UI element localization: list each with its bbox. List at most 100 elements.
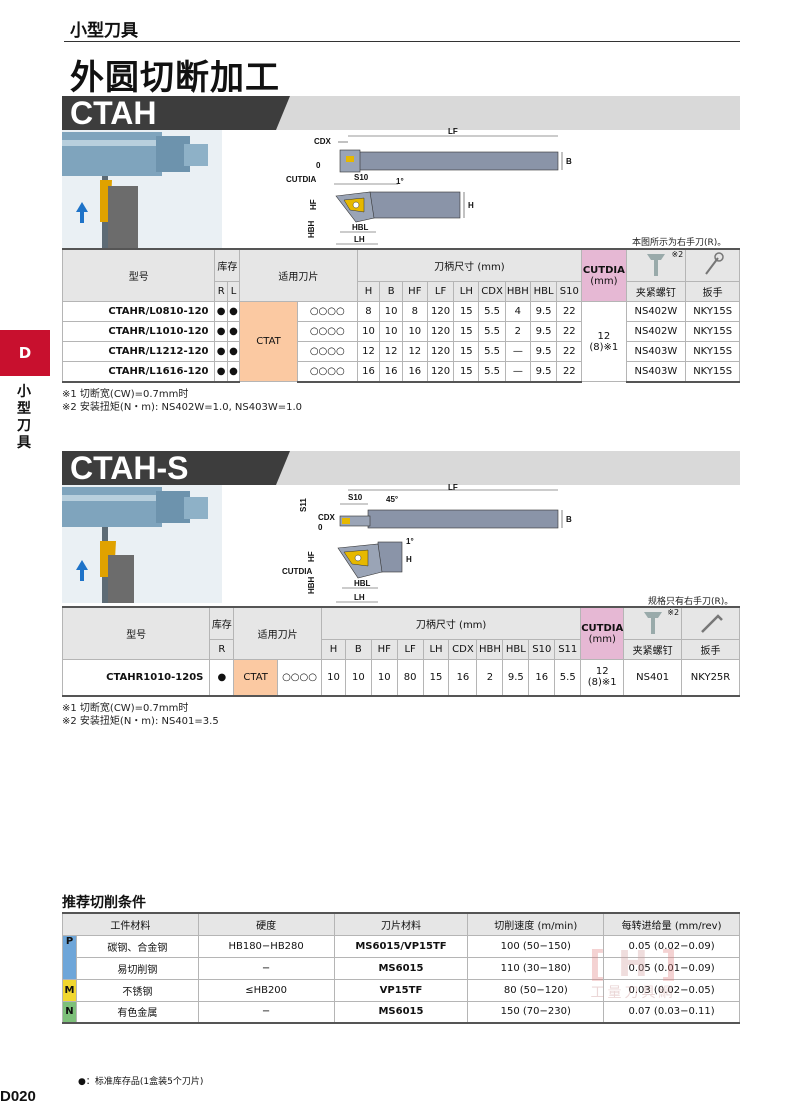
row-hardness: − xyxy=(197,1000,335,1024)
cell: 10 xyxy=(379,321,403,342)
dim-label-cutdia: CUTDIA xyxy=(286,175,316,184)
table-row: N 有色金属 − MS6015 150 (70−230) 0.07 (0.03−… xyxy=(62,1000,740,1024)
th-wrench: 扳手 xyxy=(681,639,740,660)
row-wrench: NKY15S xyxy=(685,361,740,383)
row-screw: NS402W xyxy=(625,301,687,322)
row-material: 易切削钢 xyxy=(75,956,199,980)
wrench-icon-cell xyxy=(685,248,740,282)
row-material: 碳钢、合金钢 xyxy=(75,934,199,958)
ctahs-figure-note: 规格只有右手刀(R)。 xyxy=(648,597,734,607)
row-grades: ○○○○ xyxy=(277,659,322,697)
dim-label-hbh: HBH xyxy=(307,220,316,238)
screw-icon-cell: ※2 xyxy=(625,248,687,282)
row-stock-l: ● xyxy=(226,301,241,322)
row-stock-r: ● xyxy=(214,341,228,362)
cell: 22 xyxy=(556,361,583,383)
row-stock-r: ● xyxy=(214,301,228,322)
row-stock-l: ● xyxy=(226,341,241,362)
row-stock-l: ● xyxy=(226,361,241,383)
cell: 9.5 xyxy=(529,341,558,362)
insert-name: CTAT xyxy=(239,301,298,382)
th-dim: LH xyxy=(453,281,480,302)
row-feed: 0.05 (0.01−0.09) xyxy=(603,956,740,980)
side-tab-letter[interactable]: D xyxy=(0,330,50,376)
table-row: 易切削钢 − MS6015 110 (30−180) 0.05 (0.01−0.… xyxy=(63,956,740,980)
wrench-icon xyxy=(704,252,724,275)
cell: 5.5 xyxy=(478,321,506,342)
cell: 9.5 xyxy=(502,659,530,697)
dim-label-h: H xyxy=(468,201,474,210)
note-line: ※2 安装扭矩(N・m): NS402W=1.0, NS403W=1.0 xyxy=(62,402,303,413)
cell: 2 xyxy=(476,659,504,697)
row-model: CTAHR/L0810-120 xyxy=(61,301,216,322)
cell: 12 xyxy=(401,341,428,362)
cell: 9.5 xyxy=(529,321,558,342)
dim-label-one-deg: 1° xyxy=(406,537,414,546)
row-grades: ○○○○ xyxy=(296,361,358,383)
cutting-conditions-table: 工件材料 硬度 刀片材料 切削速度 (m/min) 每转进给量 (mm/rev)… xyxy=(62,912,740,1024)
th-dim: HF xyxy=(370,639,398,660)
th-dim: S11 xyxy=(554,639,582,660)
section-title-ctah: CTAH xyxy=(62,96,290,130)
th-dim: LF xyxy=(396,639,424,660)
cell: 22 xyxy=(556,341,583,362)
cell: 5.5 xyxy=(478,361,506,383)
cell: 15 xyxy=(453,361,480,383)
th-dim: B xyxy=(344,639,372,660)
cell: 15 xyxy=(422,659,450,697)
screw-icon xyxy=(643,612,662,634)
feed-arrow-stem xyxy=(80,569,84,581)
th-insert: 适用刀片 xyxy=(233,606,322,660)
table-row: M 不锈钢 ≤HB200 VP15TF 80 (50−120) 0.03 (0.… xyxy=(62,978,740,1002)
cutdia-value: 12(8)※1 xyxy=(580,659,625,697)
th-screw: 夹紧螺钉 xyxy=(623,639,683,660)
row-stock-l: ● xyxy=(226,321,241,342)
row-wrench: NKY25R xyxy=(681,659,740,697)
cell: 16 xyxy=(356,361,381,383)
th-hardness: 硬度 xyxy=(197,912,335,936)
ctahs-dimension-drawing: S11 S10 45° LF CDX B 0 1° H HF CUTDIA HB… xyxy=(282,483,572,603)
row-grades: ○○○○ xyxy=(296,341,358,362)
cell: 16 xyxy=(528,659,556,697)
cell: 5.5 xyxy=(554,659,582,697)
cell: 8 xyxy=(401,301,428,322)
row-wrench: NKY15S xyxy=(685,341,740,362)
cell: 8 xyxy=(356,301,381,322)
th-dim: HBL xyxy=(529,281,558,302)
cell: 22 xyxy=(556,301,583,322)
cell: 120 xyxy=(426,301,455,322)
hex-key-icon xyxy=(700,614,723,633)
screw-icon-cell: ※2 xyxy=(623,606,683,640)
dim-label-s10: S10 xyxy=(354,173,369,182)
cell: 2 xyxy=(504,321,531,342)
row-model: CTAHR1010-120S xyxy=(61,659,211,697)
th-stock: 库存 xyxy=(214,248,241,282)
cell: 16 xyxy=(448,659,478,697)
th-shank-dims: 刀柄尺寸 (mm) xyxy=(356,248,583,282)
category-title: 小型刀具 xyxy=(70,21,138,41)
th-stock: 库存 xyxy=(209,606,235,640)
row-model: CTAHR/L1010-120 xyxy=(61,321,216,342)
cell: 10 xyxy=(321,659,346,697)
th-screw: 夹紧螺钉 xyxy=(625,281,687,302)
dim-label-hf: HF xyxy=(307,551,316,562)
row-stock-r: ● xyxy=(209,659,235,697)
th-dim: HBH xyxy=(476,639,504,660)
cell: 12 xyxy=(379,341,403,362)
row-grades: ○○○○ xyxy=(296,321,358,342)
cell: 5.5 xyxy=(478,301,506,322)
feed-arrow-stem xyxy=(80,211,84,223)
conditions-title: 推荐切削条件 xyxy=(62,895,146,911)
cell: 15 xyxy=(453,341,480,362)
th-dim: H xyxy=(321,639,346,660)
cell: 80 xyxy=(396,659,424,697)
screw-icon xyxy=(646,254,665,276)
th-cutdia: CUTDIA(mm) xyxy=(580,606,625,660)
dim-label-s10: S10 xyxy=(348,493,363,502)
th-dim: S10 xyxy=(528,639,556,660)
ctah-notes: ※1 切断宽(CW)=0.7mm时 ※2 安装扭矩(N・m): NS402W=1… xyxy=(62,388,302,414)
dim-label-zero: 0 xyxy=(316,161,321,170)
